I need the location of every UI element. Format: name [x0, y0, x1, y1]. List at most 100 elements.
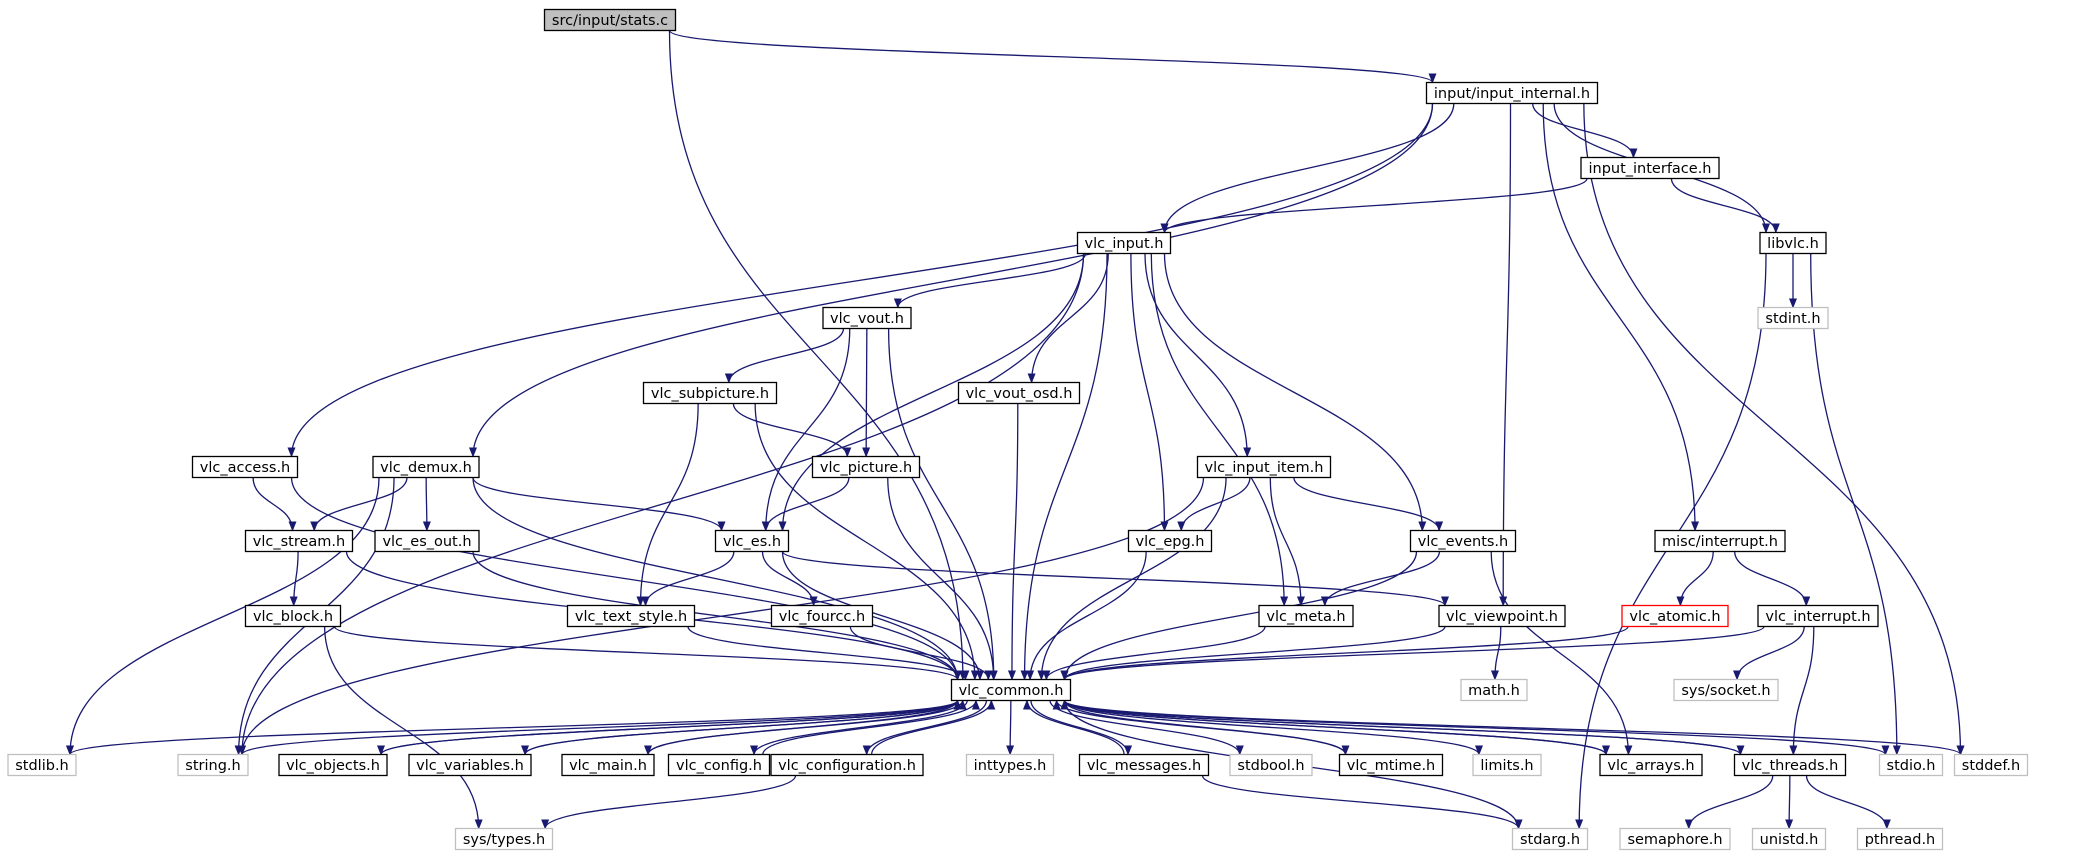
edge-vlc-events-to-vlc-arrays: [1490, 551, 1633, 756]
node-box: [561, 753, 655, 777]
node-libvlc[interactable]: libvlc.h: [1759, 231, 1827, 255]
edge-vlc-subpicture-to-vlc-text-style: [636, 403, 699, 607]
node-vlc-meta[interactable]: vlc_meta.h: [1258, 604, 1354, 628]
node-vlc-arrays[interactable]: vlc_arrays.h: [1599, 753, 1703, 777]
edge-vlc-common-to-stddef: [1063, 699, 1965, 756]
node-stddef[interactable]: stddef.h: [1953, 753, 2029, 777]
node-vlc-main[interactable]: vlc_main.h: [561, 753, 655, 777]
node-label: vlc_variables.h: [416, 758, 524, 774]
node-stdio[interactable]: stdio.h: [1878, 753, 1944, 777]
node-stdarg[interactable]: stdarg.h: [1511, 827, 1589, 851]
node-input-internal[interactable]: input/input_internal.h: [1425, 81, 1599, 105]
node-vlc-picture[interactable]: vlc_picture.h: [811, 455, 921, 479]
edge-vlc-subpicture-to-vlc-picture: [732, 403, 852, 458]
node-box: [1599, 753, 1703, 777]
node-vlc-stream[interactable]: vlc_stream.h: [244, 529, 354, 553]
node-semaphore[interactable]: semaphore.h: [1619, 827, 1731, 851]
edge-input-internal-to-stddef: [1583, 103, 1965, 756]
node-vlc-subpicture[interactable]: vlc_subpicture.h: [642, 381, 778, 405]
node-label: vlc_common.h: [959, 683, 1064, 699]
node-vlc-epg[interactable]: vlc_epg.h: [1127, 529, 1213, 553]
edge-vlc-configuration-to-vlc-common: [870, 699, 996, 755]
node-stats-c[interactable]: src/input/stats.c: [543, 8, 677, 32]
node-vlc-fourcc[interactable]: vlc_fourcc.h: [770, 604, 874, 628]
edge-vlc-input-to-vlc-es: [778, 253, 1085, 532]
node-vlc-access[interactable]: vlc_access.h: [191, 455, 299, 479]
node-box: [7, 753, 77, 777]
node-vlc-objects[interactable]: vlc_objects.h: [278, 753, 388, 777]
edge-input-internal-to-vlc-demux: [469, 103, 1434, 458]
node-misc-interrupt[interactable]: misc/interrupt.h: [1654, 529, 1786, 553]
edge-vlc-picture-to-vlc-es: [761, 477, 850, 532]
node-vlc-configuration[interactable]: vlc_configuration.h: [770, 753, 924, 777]
edge-stats-c-to-vlc-common: [668, 30, 967, 681]
edge-vlc-common-to-stdlib: [66, 699, 959, 756]
node-vlc-es[interactable]: vlc_es.h: [714, 529, 790, 553]
node-vlc-vout[interactable]: vlc_vout.h: [822, 306, 912, 330]
edge-vlc-demux-to-vlc-common: [472, 477, 962, 681]
node-label: stdint.h: [1765, 311, 1820, 327]
node-vlc-viewpoint[interactable]: vlc_viewpoint.h: [1438, 604, 1566, 628]
node-vlc-common[interactable]: vlc_common.h: [950, 678, 1072, 702]
edge-vlc-objects-to-vlc-common: [380, 699, 962, 756]
edge-vlc-events-to-vlc-meta: [1320, 551, 1441, 607]
node-box: [965, 753, 1055, 777]
edge-vlc-threads-to-vlc-common: [1060, 699, 1742, 756]
node-vlc-interrupt[interactable]: vlc_interrupt.h: [1757, 604, 1879, 628]
node-vlc-events[interactable]: vlc_events.h: [1409, 529, 1517, 553]
node-box: [1078, 753, 1210, 777]
node-vlc-variables[interactable]: vlc_variables.h: [408, 753, 532, 777]
edge-vlc-picture-to-vlc-common: [887, 477, 998, 681]
node-vlc-input-item[interactable]: vlc_input_item.h: [1196, 455, 1332, 479]
edge-vlc-config-to-vlc-common: [762, 699, 980, 755]
node-box: [770, 604, 874, 628]
node-stdbool[interactable]: stdbool.h: [1229, 753, 1313, 777]
node-inttypes[interactable]: inttypes.h: [965, 753, 1055, 777]
node-vlc-demux[interactable]: vlc_demux.h: [372, 455, 480, 479]
node-box: [543, 8, 677, 32]
node-vlc-mtime[interactable]: vlc_mtime.h: [1338, 753, 1444, 777]
node-string[interactable]: string.h: [177, 753, 249, 777]
node-limits[interactable]: limits.h: [1472, 753, 1542, 777]
node-box: [1438, 604, 1566, 628]
node-label: input_interface.h: [1588, 161, 1711, 177]
node-vlc-vout-osd[interactable]: vlc_vout_osd.h: [957, 381, 1081, 405]
node-pthread[interactable]: pthread.h: [1856, 827, 1944, 851]
node-vlc-block[interactable]: vlc_block.h: [244, 604, 342, 628]
node-box: [1472, 753, 1542, 777]
edge-vlc-text-style-to-vlc-common: [687, 626, 970, 681]
node-vlc-input[interactable]: vlc_input.h: [1076, 231, 1172, 255]
node-vlc-atomic[interactable]: vlc_atomic.h: [1621, 604, 1729, 628]
node-math[interactable]: math.h: [1460, 678, 1528, 702]
node-vlc-es-out[interactable]: vlc_es_out.h: [374, 529, 480, 553]
node-box: [1759, 231, 1827, 255]
node-stdlib[interactable]: stdlib.h: [7, 753, 77, 777]
node-vlc-config[interactable]: vlc_config.h: [667, 753, 771, 777]
edge-vlc-common-to-inttypes: [1006, 700, 1015, 756]
edge-input-internal-to-misc-interrupt: [1542, 103, 1700, 532]
node-box: [822, 306, 912, 330]
node-box: [1733, 753, 1847, 777]
edge-vlc-main-to-vlc-common: [647, 699, 967, 755]
node-box: [1258, 604, 1354, 628]
node-box: [1580, 156, 1720, 180]
node-vlc-messages[interactable]: vlc_messages.h: [1078, 753, 1210, 777]
node-box: [1409, 529, 1517, 553]
node-label: vlc_input.h: [1085, 236, 1164, 252]
node-sys-types[interactable]: sys/types.h: [454, 827, 554, 851]
node-label: sys/types.h: [463, 832, 545, 848]
node-input-interface[interactable]: input_interface.h: [1580, 156, 1720, 180]
edge-vlc-input-to-vlc-epg: [1130, 253, 1169, 532]
node-vlc-text-style[interactable]: vlc_text_style.h: [566, 604, 696, 628]
edge-vlc-access-to-vlc-common: [290, 477, 962, 681]
node-box: [1425, 81, 1599, 105]
node-sys-socket[interactable]: sys/socket.h: [1673, 678, 1779, 702]
node-stdint[interactable]: stdint.h: [1757, 306, 1829, 330]
node-unistd[interactable]: unistd.h: [1751, 827, 1827, 851]
node-box: [278, 753, 388, 777]
node-box: [1460, 678, 1528, 702]
edge-vlc-input-to-vlc-vout: [893, 253, 1087, 309]
node-vlc-threads[interactable]: vlc_threads.h: [1733, 753, 1847, 777]
node-label: pthread.h: [1865, 832, 1936, 848]
node-box: [1953, 753, 2029, 777]
